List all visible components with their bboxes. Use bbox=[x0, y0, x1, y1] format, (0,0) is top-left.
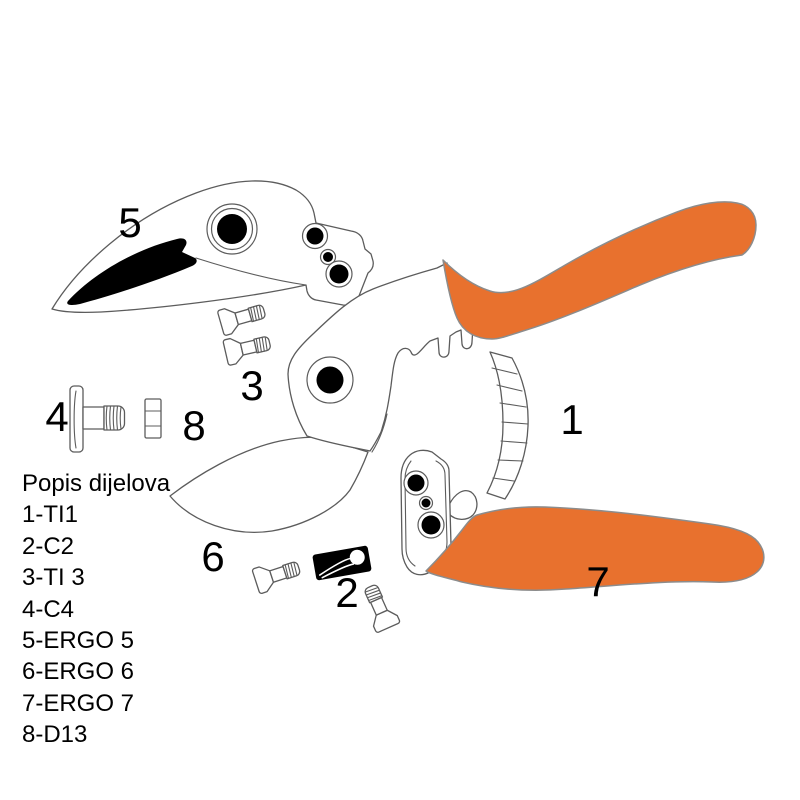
lower-handle-part-7 bbox=[425, 506, 765, 591]
part-label-4: 4 bbox=[45, 393, 68, 440]
screw-2b bbox=[357, 580, 401, 634]
wire-clip-part-2 bbox=[312, 545, 372, 581]
part-label-3: 3 bbox=[240, 362, 263, 409]
bolt-part-4 bbox=[69, 385, 126, 453]
body-neck bbox=[287, 262, 474, 452]
part-label-1: 1 bbox=[560, 396, 583, 443]
blade-part-5 bbox=[51, 180, 374, 314]
parts-list-item: 7-ERGO 7 bbox=[22, 689, 135, 717]
parts-list-item: 5-ERGO 5 bbox=[22, 627, 135, 655]
body-pivot-hole bbox=[316, 366, 344, 394]
parts-list-item: 6-ERGO 6 bbox=[22, 658, 135, 686]
parts-list-item: 8-D13 bbox=[22, 721, 88, 749]
handle-plate bbox=[400, 449, 478, 576]
nut-part-8 bbox=[144, 398, 162, 439]
part-label-2: 2 bbox=[335, 569, 358, 616]
upper-handle bbox=[442, 201, 757, 340]
part-label-8: 8 bbox=[182, 402, 205, 449]
parts-list: Popis dijelova 1-TI1 2-C2 3-TI 3 4-C4 5-… bbox=[22, 468, 170, 751]
parts-list-title: Popis dijelova bbox=[22, 470, 171, 497]
body-part-6 bbox=[169, 262, 474, 533]
screw-2a bbox=[251, 554, 304, 595]
screw-3b bbox=[222, 329, 274, 367]
part-label-5: 5 bbox=[118, 199, 141, 246]
hook-counter-blade bbox=[169, 436, 369, 533]
parts-list-item: 2-C2 bbox=[22, 532, 75, 560]
spring-part-1 bbox=[486, 351, 529, 500]
blade-cutting-edge bbox=[67, 238, 197, 305]
plate-hook-finger bbox=[448, 490, 478, 521]
part-label-7: 7 bbox=[586, 558, 609, 605]
screw-3a bbox=[216, 297, 269, 337]
blade-pivot-hole bbox=[217, 214, 247, 244]
parts-list-item: 3-TI 3 bbox=[22, 564, 85, 592]
part-label-6: 6 bbox=[201, 533, 224, 580]
blade-mount-holes bbox=[301, 222, 353, 288]
parts-list-item: 4-C4 bbox=[22, 595, 75, 623]
parts-list-item: 1-TI1 bbox=[22, 501, 79, 529]
